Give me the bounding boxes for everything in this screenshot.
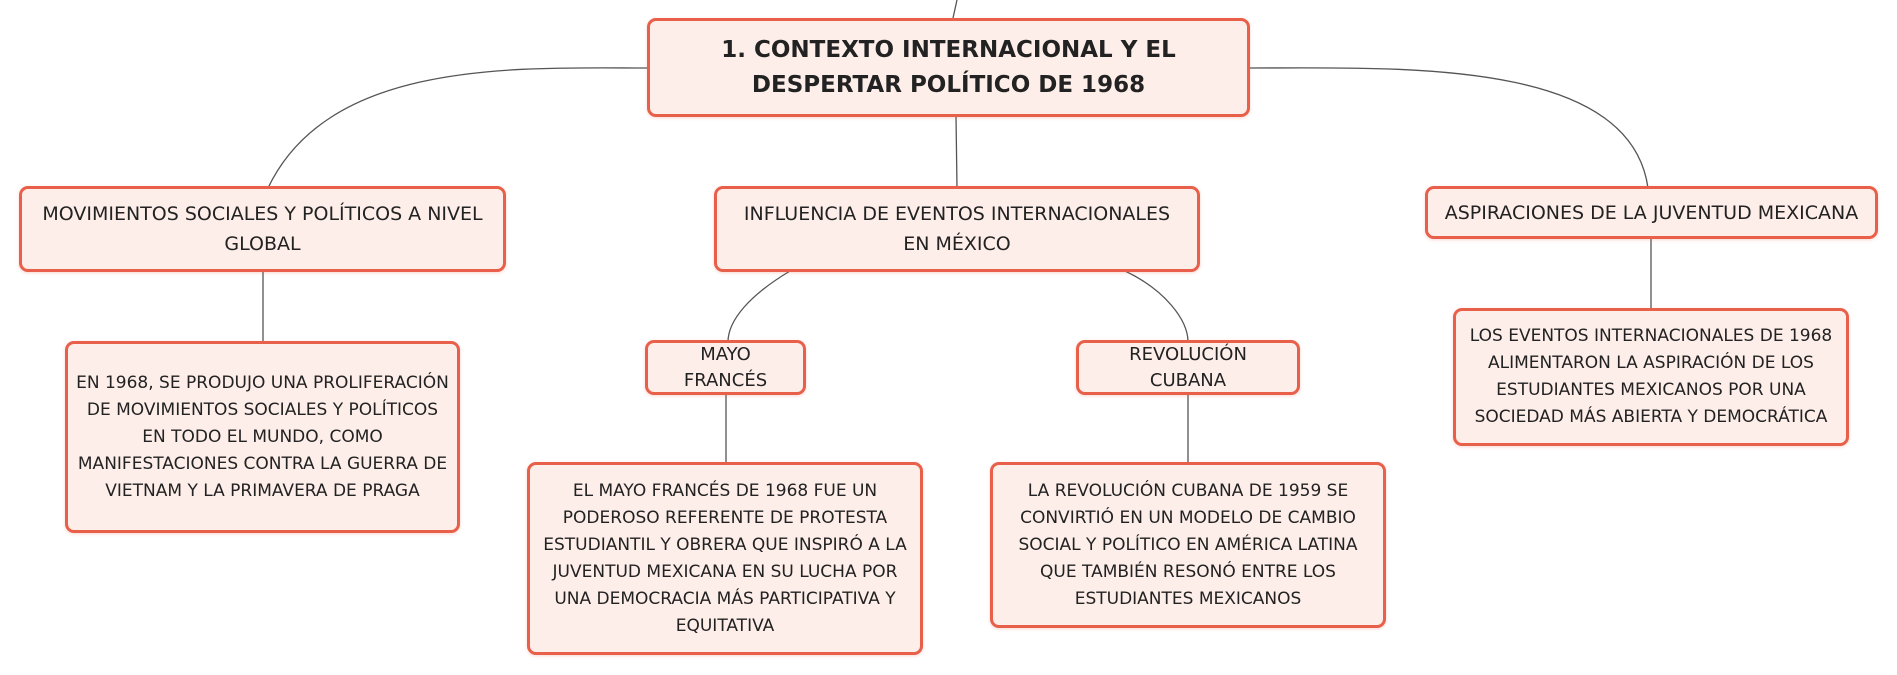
- connector-parent-to-root: [952, 0, 958, 19]
- detail-text-youth-aspirations: LOS EVENTOS INTERNACIONALES DE 1968 ALIM…: [1469, 326, 1833, 427]
- topic-node-youth-aspirations[interactable]: ASPIRACIONES DE LA JUVENTUD MEXICANA: [1425, 186, 1878, 239]
- connector-influence-to-mayo-frances: [727, 270, 791, 343]
- connector-root-to-international-influence: [955, 115, 958, 189]
- topic-node-international-influence[interactable]: INFLUENCIA DE EVENTOS INTERNACIONALES EN…: [714, 186, 1200, 272]
- subtopic-label-mayo-frances: MAYO FRANCÉS: [683, 343, 768, 391]
- root-topic-node[interactable]: 1. CONTEXTO INTERNACIONAL Y EL DESPERTAR…: [647, 18, 1250, 117]
- root-topic-label: 1. CONTEXTO INTERNACIONAL Y EL DESPERTAR…: [721, 36, 1176, 98]
- detail-text-revolucion-cubana: LA REVOLUCIÓN CUBANA DE 1959 SE CONVIRTI…: [1018, 480, 1358, 609]
- detail-text-mayo-frances: EL MAYO FRANCÉS DE 1968 FUE UN PODEROSO …: [543, 480, 907, 636]
- topic-label-international-influence: INFLUENCIA DE EVENTOS INTERNACIONALES EN…: [743, 203, 1171, 255]
- detail-text-global-movements: EN 1968, SE PRODUJO UNA PROLIFERACIÓN DE…: [76, 372, 449, 501]
- connector-root-to-global-movements: [267, 67, 651, 189]
- subtopic-node-mayo-frances[interactable]: MAYO FRANCÉS: [645, 340, 806, 395]
- detail-node-mayo-frances[interactable]: EL MAYO FRANCÉS DE 1968 FUE UN PODEROSO …: [527, 462, 923, 655]
- subtopic-node-revolucion-cubana[interactable]: REVOLUCIÓN CUBANA: [1076, 340, 1300, 395]
- topic-label-youth-aspirations: ASPIRACIONES DE LA JUVENTUD MEXICANA: [1444, 201, 1859, 224]
- detail-node-youth-aspirations[interactable]: LOS EVENTOS INTERNACIONALES DE 1968 ALIM…: [1453, 308, 1849, 446]
- detail-node-revolucion-cubana[interactable]: LA REVOLUCIÓN CUBANA DE 1959 SE CONVIRTI…: [990, 462, 1386, 628]
- topic-label-global-movements: MOVIMIENTOS SOCIALES Y POLÍTICOS A NIVEL…: [42, 203, 483, 255]
- topic-node-global-movements[interactable]: MOVIMIENTOS SOCIALES Y POLÍTICOS A NIVEL…: [19, 186, 506, 272]
- detail-node-global-movements[interactable]: EN 1968, SE PRODUJO UNA PROLIFERACIÓN DE…: [65, 341, 460, 533]
- connector-root-to-youth-aspirations: [1249, 67, 1649, 189]
- subtopic-label-revolucion-cubana: REVOLUCIÓN CUBANA: [1129, 343, 1247, 391]
- connector-influence-to-revolucion-cubana: [1124, 270, 1189, 343]
